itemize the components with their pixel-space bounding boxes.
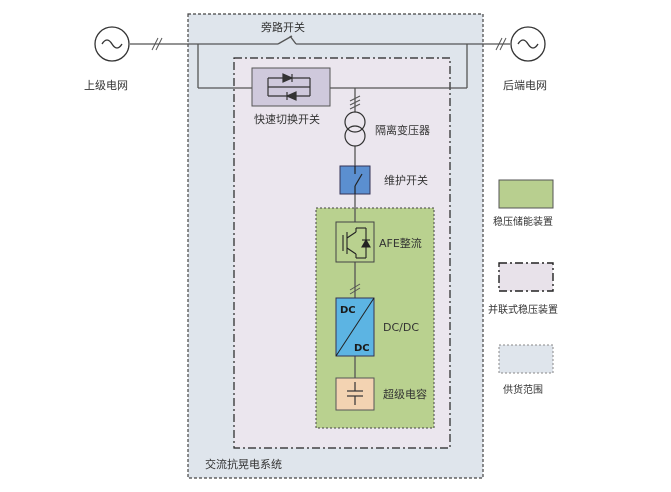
legend-swatch-storage — [498, 179, 554, 209]
legend-swatch-supply — [498, 344, 554, 374]
upstream-grid-source — [94, 26, 130, 62]
legend-label-storage: 稳压储能装置 — [493, 215, 553, 228]
fast-switch-label: 快速切换开关 — [254, 112, 320, 126]
downstream-grid-source — [510, 26, 546, 62]
downstream-grid-label: 后端电网 — [503, 79, 547, 92]
legend-label-parallel: 并联式稳压装置 — [488, 303, 558, 316]
main-bus — [130, 35, 510, 378]
dcdc-converter: DC DC — [335, 297, 375, 357]
dc-bottom-label: DC — [354, 343, 370, 354]
legend-label-supply: 供货范围 — [503, 383, 543, 396]
fast-transfer-switch — [251, 67, 331, 107]
supercapacitor-label: 超级电容 — [383, 387, 427, 401]
bypass-switch-label: 旁路开关 — [261, 20, 305, 34]
transformer-icon — [344, 111, 366, 147]
afe-rectifier-label: AFE整流 — [379, 236, 422, 250]
supercapacitor — [335, 377, 375, 411]
igbt-icon — [342, 227, 371, 259]
legend: 稳压储能装置 并联式稳压装置 供货范围 — [488, 179, 558, 396]
legend-swatch-parallel — [498, 262, 554, 292]
isolation-transformer-label: 隔离变压器 — [375, 123, 430, 137]
maintenance-switch — [339, 165, 371, 195]
afe-rectifier — [335, 221, 375, 263]
system-name-label: 交流抗晃电系统 — [205, 457, 282, 471]
cable-ticks — [151, 37, 507, 295]
upstream-grid-label: 上级电网 — [84, 79, 128, 92]
thyristor-icon — [267, 73, 311, 101]
dc-top-label: DC — [340, 305, 356, 316]
maintenance-switch-label: 维护开关 — [384, 173, 428, 187]
capacitor-icon — [347, 382, 363, 405]
dcdc-label: DC/DC — [383, 321, 419, 334]
